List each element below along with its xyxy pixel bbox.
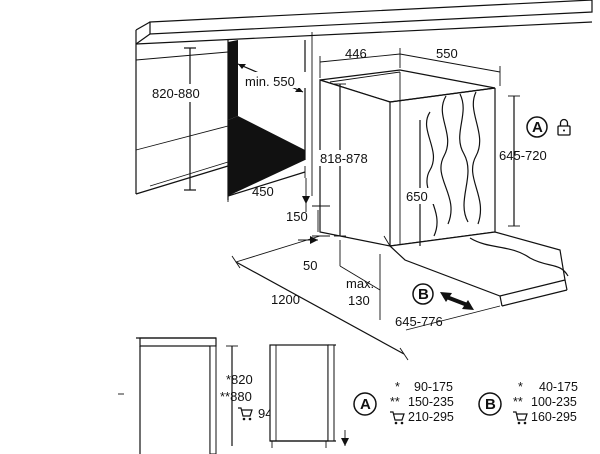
max-label: max. <box>346 276 374 291</box>
badge-b-top-letter: B <box>418 286 429 303</box>
dim-door-height: 645-720 A <box>499 95 571 227</box>
side-cabinet <box>135 40 229 200</box>
niche-back <box>228 32 313 196</box>
niche-height-label: 820-880 <box>152 86 200 101</box>
cart-icon <box>390 411 405 425</box>
depth-550-label: 550 <box>436 46 458 61</box>
countertop <box>135 0 593 45</box>
plinth-50-label: 50 <box>303 258 317 273</box>
dim-niche-width: 450 <box>227 166 306 202</box>
table-a-r1-mark: * <box>395 380 400 394</box>
table-b: B * 40-175 ** 100-235 160-295 <box>478 380 578 425</box>
open-door <box>383 231 569 307</box>
dim-appliance-height: 818-878 <box>318 83 384 237</box>
dim-niche-height: 820-880 <box>150 47 220 191</box>
dim-1200: 1200 <box>231 235 409 361</box>
badge-b-top <box>412 283 434 305</box>
table-a-r2-value: 150-235 <box>408 395 454 409</box>
badge-a-top-letter: A <box>532 119 543 136</box>
plinth-150-label: 150 <box>286 209 308 224</box>
height-880-label: **880 <box>220 389 252 404</box>
lock-icon <box>557 118 571 136</box>
dim-max-130: max. 130 <box>339 240 381 320</box>
cart-icon <box>238 407 253 421</box>
dim-650: 650 <box>404 120 434 246</box>
table-b-r1-mark: * <box>518 380 523 394</box>
dim-plinth: 150 50 <box>286 178 330 273</box>
niche-width-label: 450 <box>252 184 274 199</box>
table-a: A * 90-175 ** 150-235 210-295 <box>353 380 454 425</box>
side-view-cabinet <box>136 337 217 454</box>
height-820-label: *820 <box>226 372 253 387</box>
badge-b-bottom-letter: B <box>485 396 496 413</box>
badge-a-bottom <box>353 392 377 416</box>
table-a-r3-value: 210-295 <box>408 410 454 424</box>
side-view-appliance <box>269 344 349 448</box>
door-height-label: 645-720 <box>499 148 547 163</box>
dim-min-depth: min. 550 <box>237 63 306 93</box>
table-b-r2-value: 100-235 <box>531 395 577 409</box>
badge-a-bottom-letter: A <box>360 396 371 413</box>
double-arrow-icon <box>440 292 474 310</box>
dim-door-range: B 645-776 <box>395 283 501 331</box>
table-a-r2-mark: ** <box>390 395 400 409</box>
table-a-r1-value: 90-175 <box>414 380 453 394</box>
width-446-label: 446 <box>345 46 367 61</box>
max-value-label: 130 <box>348 293 370 308</box>
badge-b-bottom <box>478 392 502 416</box>
table-b-r1-value: 40-175 <box>539 380 578 394</box>
min-depth-label: min. 550 <box>245 74 295 89</box>
height-650-label: 650 <box>406 189 428 204</box>
door-range-label: 645-776 <box>395 314 443 329</box>
table-b-r3-value: 160-295 <box>531 410 577 424</box>
appliance-height-label: 818-878 <box>320 151 368 166</box>
table-b-r2-mark: ** <box>513 395 523 409</box>
dim-top: 446 550 <box>319 46 501 86</box>
cart-icon <box>513 411 528 425</box>
length-1200-label: 1200 <box>271 292 300 307</box>
badge-a-top <box>526 116 548 138</box>
